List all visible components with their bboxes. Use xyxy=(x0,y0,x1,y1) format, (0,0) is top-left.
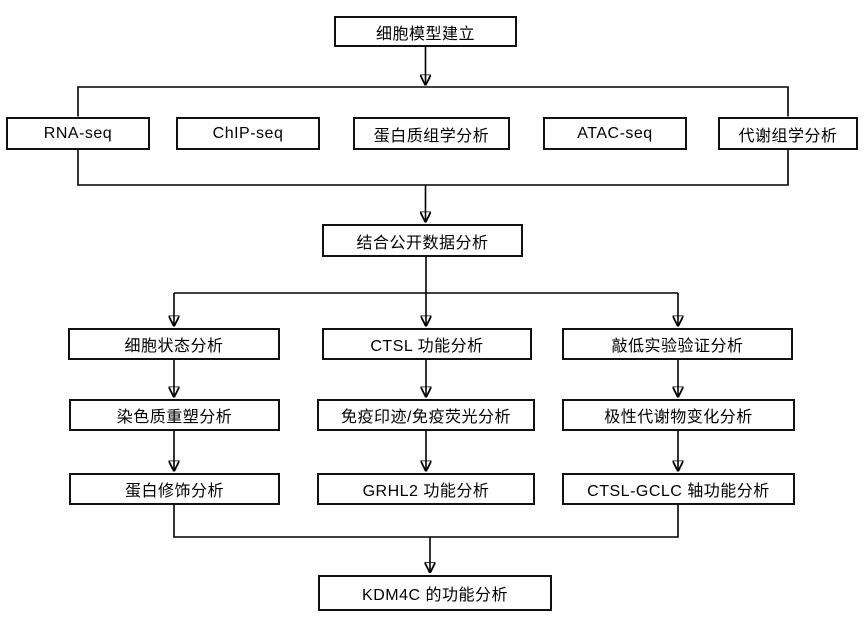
node-ctsl-gclc: CTSL-GCLC 轴功能分析 xyxy=(562,473,795,505)
node-metabolomics: 代谢组学分析 xyxy=(718,117,858,150)
node-atac-seq: ATAC-seq xyxy=(543,117,687,150)
node-grhl2: GRHL2 功能分析 xyxy=(317,473,535,505)
node-chip-seq: ChIP-seq xyxy=(176,117,320,150)
node-public-data: 结合公开数据分析 xyxy=(322,224,523,257)
node-kdm4c: KDM4C 的功能分析 xyxy=(318,575,552,611)
edge-bus-final xyxy=(173,505,679,538)
node-cell-model: 细胞模型建立 xyxy=(334,16,517,47)
edge-bus-top xyxy=(77,86,789,117)
node-ctsl-function: CTSL 功能分析 xyxy=(322,328,532,360)
node-polar-metabolite: 极性代谢物变化分析 xyxy=(562,399,795,431)
node-cell-state: 细胞状态分析 xyxy=(68,328,280,360)
node-chromatin: 染色质重塑分析 xyxy=(69,399,280,431)
node-proteomics: 蛋白质组学分析 xyxy=(353,117,510,150)
node-knockdown: 敲低实验验证分析 xyxy=(562,328,793,360)
node-protein-mod: 蛋白修饰分析 xyxy=(69,473,280,505)
node-immunoblot: 免疫印迹/免疫荧光分析 xyxy=(317,399,535,431)
node-rna-seq: RNA-seq xyxy=(6,117,150,150)
edge-bus-bottom xyxy=(77,150,789,186)
